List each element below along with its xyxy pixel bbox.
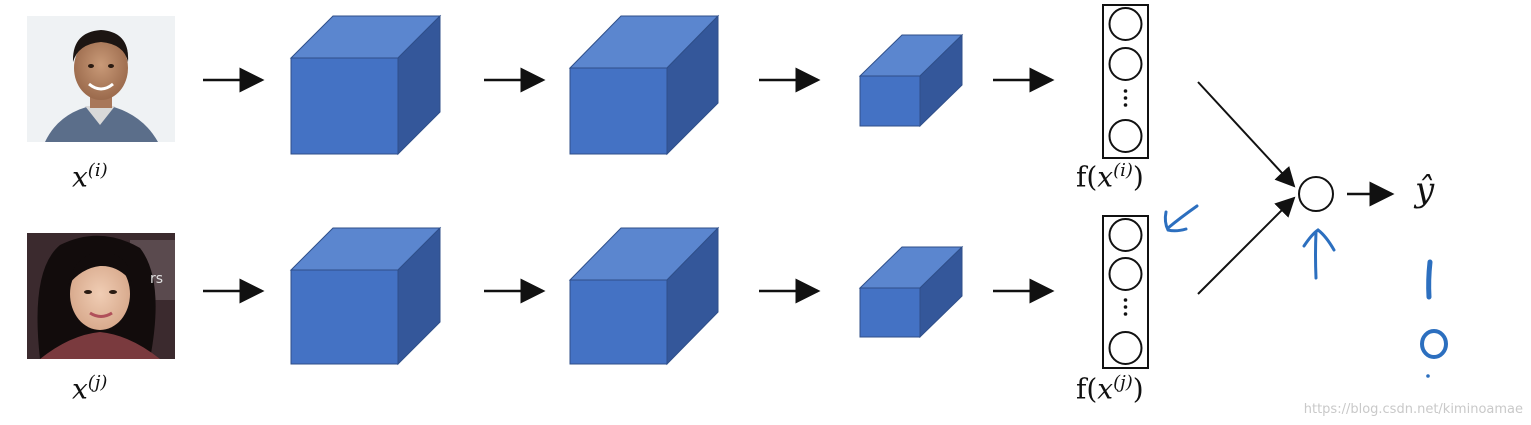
conv-volume-1-bottom — [289, 226, 442, 366]
handwritten-arrow-to-vector — [1163, 204, 1199, 233]
handwritten-one — [1426, 259, 1433, 300]
line-top-to-node — [1197, 81, 1296, 188]
conv-volume-3-bottom — [858, 245, 964, 339]
label-input-bottom-sup: (j) — [87, 372, 108, 393]
label-encoding-bottom-base: x — [1097, 372, 1114, 406]
watermark: https://blog.csdn.net/kiminoamae — [1303, 402, 1523, 417]
label-input-bottom-base: x — [72, 372, 88, 406]
conv-volume-2-top — [568, 14, 720, 156]
line-bottom-to-node — [1197, 196, 1296, 295]
encoding-vector-top — [1102, 4, 1149, 159]
label-input-top: x(i) — [72, 160, 108, 193]
label-encoding-bottom-prefix: f( — [1076, 372, 1098, 406]
label-encoding-top: f(x(i)) — [1076, 160, 1144, 193]
label-encoding-bottom-suffix: ) — [1132, 372, 1144, 406]
label-output-yhat: ŷ — [1415, 170, 1435, 210]
logistic-unit-node — [1298, 176, 1334, 212]
handwritten-arrow-to-node — [1302, 228, 1336, 280]
input-photo-bottom: rs — [27, 233, 175, 359]
label-encoding-bottom-sup: (j) — [1113, 372, 1133, 393]
svg-text:rs: rs — [150, 271, 163, 287]
label-encoding-top-prefix: f( — [1076, 160, 1098, 194]
input-photo-top — [27, 16, 175, 142]
label-encoding-bottom: f(x(j)) — [1076, 372, 1144, 405]
label-encoding-top-suffix: ) — [1132, 160, 1144, 194]
handwritten-zero — [1420, 329, 1448, 378]
label-input-top-sup: (i) — [87, 160, 108, 181]
conv-volume-2-bottom — [568, 226, 720, 366]
encoding-vector-bottom — [1102, 215, 1149, 369]
label-encoding-top-sup: (i) — [1113, 160, 1133, 181]
label-encoding-top-base: x — [1097, 160, 1114, 194]
label-input-bottom: x(j) — [72, 372, 107, 405]
conv-volume-3-top — [858, 33, 964, 128]
label-input-top-base: x — [72, 160, 88, 194]
conv-volume-1-top — [289, 14, 442, 156]
